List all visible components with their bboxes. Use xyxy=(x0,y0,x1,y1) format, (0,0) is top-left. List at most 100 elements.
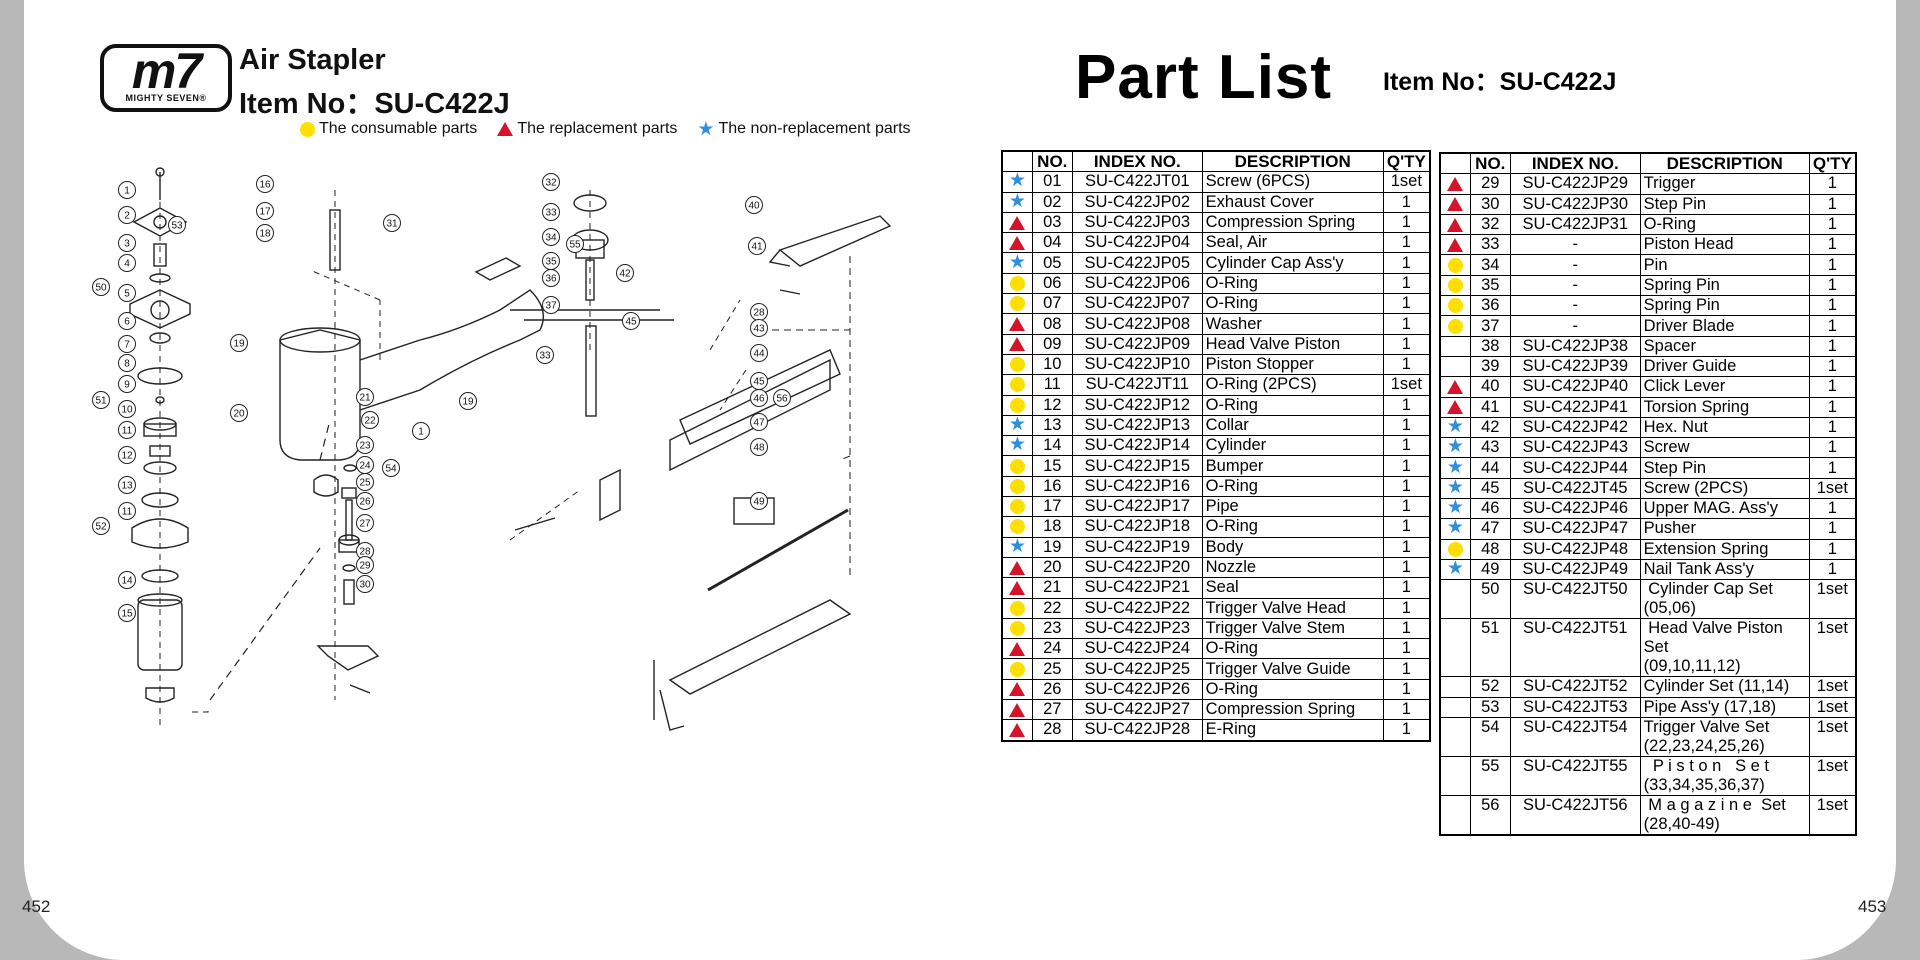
callout-label: 17 xyxy=(259,207,271,218)
row-qty: 1 xyxy=(1382,678,1431,701)
row-description: Body xyxy=(1201,536,1384,558)
row-marker xyxy=(1001,293,1033,315)
row-no: 19 xyxy=(1031,536,1073,558)
non-replacement-star-icon: ★ xyxy=(1008,434,1026,456)
callout-circle xyxy=(118,312,136,330)
row-description: Trigger Valve Head xyxy=(1201,597,1384,619)
row-no: 49 xyxy=(1469,558,1511,581)
callout-label: 6 xyxy=(124,317,130,328)
row-marker xyxy=(1439,295,1471,317)
row-description: Upper MAG. Ass'y xyxy=(1639,498,1810,520)
header-description: DESCRIPTION xyxy=(1639,152,1810,175)
header-marker xyxy=(1001,150,1033,173)
row-marker xyxy=(1439,396,1471,418)
row-marker: ★ xyxy=(1439,457,1471,479)
row-no: 04 xyxy=(1031,232,1073,254)
row-index: SU-C422JP42 xyxy=(1509,416,1641,439)
row-index: SU-C422JP27 xyxy=(1071,699,1203,721)
row-qty: 1set xyxy=(1808,716,1857,757)
legend-consumable: The consumable parts xyxy=(300,120,477,138)
row-qty: 1 xyxy=(1808,437,1857,459)
callout-circle xyxy=(356,575,374,593)
row-marker xyxy=(1001,353,1033,376)
row-qty: 1 xyxy=(1382,556,1431,579)
row-description: Step Pin xyxy=(1639,193,1810,215)
non-replacement-star-icon: ★ xyxy=(1446,416,1464,437)
callout-label: 37 xyxy=(545,301,557,312)
replacement-triangle-icon xyxy=(1009,560,1026,575)
callout-circle xyxy=(459,392,477,410)
row-no: 13 xyxy=(1031,414,1073,437)
row-no: 42 xyxy=(1469,416,1511,439)
row-description: Driver Blade xyxy=(1639,315,1810,337)
row-no: 20 xyxy=(1031,556,1073,579)
row-qty: 1 xyxy=(1382,353,1431,376)
header-description: DESCRIPTION xyxy=(1201,150,1384,173)
callout-circle xyxy=(118,284,136,302)
header-marker xyxy=(1439,152,1471,175)
row-qty: 1 xyxy=(1808,254,1857,276)
callout-label: 11 xyxy=(122,507,133,518)
row-marker: ★ xyxy=(1439,416,1471,439)
row-marker xyxy=(1001,699,1033,721)
row-marker xyxy=(1439,755,1471,796)
callout-circle xyxy=(356,556,374,574)
callout-circle xyxy=(536,346,554,364)
row-qty: 1 xyxy=(1808,355,1857,378)
row-qty: 1 xyxy=(1382,414,1431,437)
callout-circle xyxy=(256,202,274,220)
callout-label: 53 xyxy=(171,221,183,232)
row-no: 15 xyxy=(1031,455,1073,477)
row-description: Trigger xyxy=(1639,173,1810,195)
row-marker: ★ xyxy=(1001,171,1033,193)
callout-circle xyxy=(118,446,136,464)
replacement-triangle-icon xyxy=(1009,235,1026,250)
row-marker xyxy=(1439,315,1471,337)
row-qty: 1 xyxy=(1382,191,1431,213)
row-index: SU-C422JP44 xyxy=(1509,457,1641,479)
callout-label: 16 xyxy=(259,180,271,191)
star-icon: ★ xyxy=(697,118,715,140)
row-description: O-Ring xyxy=(1201,293,1384,315)
legend-replacement: The replacement parts xyxy=(497,120,677,138)
row-index: - xyxy=(1509,234,1641,256)
row-qty: 1 xyxy=(1808,335,1857,357)
row-description: M a g a z i n e Set (28,40-49) xyxy=(1639,794,1810,836)
row-qty: 1 xyxy=(1382,638,1431,660)
callout-label: 50 xyxy=(95,283,107,294)
row-no: 05 xyxy=(1031,252,1073,274)
row-qty: 1 xyxy=(1808,315,1857,337)
row-description: Head Valve Piston Set (09,10,11,12) xyxy=(1639,618,1810,678)
row-qty: 1 xyxy=(1382,232,1431,254)
callout-label: 25 xyxy=(359,478,371,489)
row-description: Click Lever xyxy=(1639,376,1810,398)
row-description: O-Ring xyxy=(1201,272,1384,295)
callout-circle xyxy=(356,436,374,454)
row-index: SU-C422JT01 xyxy=(1071,171,1203,193)
row-no: 55 xyxy=(1469,755,1511,796)
replacement-triangle-icon xyxy=(1009,580,1026,595)
row-no: 48 xyxy=(1469,538,1511,560)
callout-circle xyxy=(118,571,136,589)
row-marker xyxy=(1439,676,1471,698)
callout-label: 13 xyxy=(121,481,133,492)
callout-circle xyxy=(750,344,768,362)
row-index: SU-C422JP25 xyxy=(1071,658,1203,680)
non-replacement-star-icon: ★ xyxy=(1446,476,1464,498)
row-qty: 1 xyxy=(1382,252,1431,274)
callout-labels: 1234567891011121311141516171819202122232… xyxy=(92,173,791,622)
row-description: Nail Tank Ass'y xyxy=(1639,558,1810,581)
row-description: Exhaust Cover xyxy=(1201,191,1384,213)
callout-label: 15 xyxy=(121,609,133,620)
row-qty: 1 xyxy=(1382,617,1431,640)
row-description: Screw xyxy=(1639,437,1810,459)
callout-circle xyxy=(542,203,560,221)
